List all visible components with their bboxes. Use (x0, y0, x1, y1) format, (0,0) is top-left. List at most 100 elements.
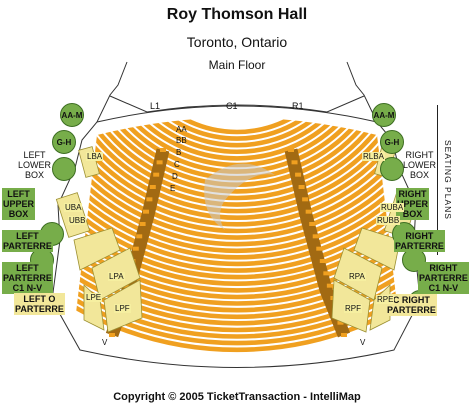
row-letter-v: V (102, 338, 108, 347)
block-label-ubb[interactable]: UBB (68, 216, 87, 225)
circle-right-extra-1 (380, 157, 404, 181)
aisle-seat (291, 160, 298, 165)
block-label-rpf[interactable]: RPF (344, 304, 362, 313)
aisle-seat (139, 222, 146, 226)
orchestra-row (109, 117, 365, 148)
orchestra-row (74, 117, 400, 273)
orchestra-row (74, 117, 400, 320)
aisle-seat (156, 160, 163, 165)
row-letter: B (176, 148, 182, 157)
left-lower-box-label[interactable]: LEFT LOWER BOX (18, 150, 52, 180)
aisle-seat (146, 197, 153, 202)
orchestra-row (74, 117, 400, 326)
row-letter-v-right: V (360, 338, 366, 347)
right-parterre-block (353, 227, 401, 271)
orchestra-row (74, 117, 400, 353)
aisle-seat (295, 172, 302, 177)
aisle-seat (302, 197, 309, 202)
venue-title: Roy Thomson Hall (166, 6, 308, 23)
right-parterre-label[interactable]: RIGHT PARTERRE (394, 230, 445, 252)
orchestra-row (102, 117, 372, 155)
orchestra-row (74, 117, 400, 221)
block-label-rubb[interactable]: RUBB (376, 216, 401, 225)
aisle-seat (298, 185, 305, 189)
aisle-seat (160, 148, 166, 152)
orchestra-row (74, 117, 400, 214)
orchestra-row (74, 117, 400, 346)
row-letter: E (170, 184, 176, 193)
left-upper-box-label[interactable]: LEFT UPPER BOX (2, 188, 36, 220)
aisle-seat (109, 333, 115, 337)
aisle-seat (136, 234, 143, 239)
aisle-seat (153, 172, 160, 177)
seating-plans-note: SEATING PLANS (443, 140, 453, 220)
circle-aa-m-right[interactable]: AA-M (372, 103, 396, 127)
block-label-lpf[interactable]: LPF (114, 304, 131, 313)
orchestra-row (96, 117, 378, 161)
stage-label-c1: C1 (226, 101, 238, 111)
circle-g-h-right[interactable]: G-H (380, 130, 404, 154)
left-parterre-c1nv-label[interactable]: LEFT PARTERRE C1 N-V (2, 262, 53, 294)
circle-left-extra-1 (52, 157, 76, 181)
stage-back (109, 95, 365, 113)
circle-aa-m-left[interactable]: AA-M (60, 103, 84, 127)
block-label-lpa[interactable]: LPA (108, 272, 125, 281)
aisle-seat (337, 320, 344, 325)
block-label-ruba[interactable]: RUBA (380, 203, 405, 212)
aisle-seat (312, 234, 319, 239)
stage-label-r1: R1 (292, 101, 304, 111)
left-parterre-lower-label[interactable]: LEFT O PARTERRE (14, 293, 65, 315)
aisle-seat (132, 246, 139, 251)
orchestra-row (74, 117, 400, 247)
aisle-seat (323, 271, 330, 276)
aisle-seat (149, 185, 156, 189)
orchestra-row (74, 117, 400, 306)
block-label-lba[interactable]: LBA (86, 152, 104, 161)
aisle-seat (341, 333, 347, 337)
orchestra-row (74, 117, 400, 201)
watermark-swoosh (204, 163, 275, 230)
row-letter: AA (176, 125, 187, 134)
aisle-seat (309, 222, 316, 226)
aisle-seat (305, 209, 312, 214)
orchestra-row (74, 117, 400, 300)
row-letter: BB (176, 136, 187, 145)
right-lower-box-label[interactable]: RIGHT LOWER BOX (403, 150, 437, 180)
orchestra-row (74, 117, 400, 287)
orchestra-row (122, 117, 352, 135)
aisle-seat (326, 283, 333, 288)
orchestra-row (74, 117, 400, 254)
left-parterre-label[interactable]: LEFT PARTERRE (2, 230, 53, 252)
right-parterre-lower-label[interactable]: C RIGHT PARTERRE (386, 294, 437, 316)
orchestra-row (74, 117, 400, 234)
side-note-divider (437, 105, 438, 255)
aisle-seat (319, 259, 326, 263)
block-label-rlba[interactable]: RLBA (362, 152, 385, 161)
aisle-seat (143, 209, 149, 214)
block-label-rpe[interactable]: RPE (376, 295, 395, 304)
orchestra-row (74, 117, 400, 267)
copyright-footer: Copyright © 2005 TicketTransaction - Int… (113, 391, 361, 403)
block-label-lpe[interactable]: LPE (85, 293, 103, 302)
right-parterre-c1nv-label[interactable]: RIGHT PARTERRE C1 N-V (418, 262, 469, 294)
orchestra-row (74, 117, 400, 240)
orchestra-row (74, 117, 400, 293)
aisle-seat (316, 246, 323, 251)
orchestra-row (74, 117, 400, 260)
orchestra-row (74, 117, 400, 280)
venue-location: Toronto, Ontario (186, 34, 288, 50)
row-letter: D (172, 172, 178, 181)
floor-level: Main Floor (208, 58, 266, 72)
orchestra-row (74, 117, 400, 333)
orchestra-row (74, 117, 400, 194)
aisle-seat (288, 148, 294, 152)
orchestra-row (74, 117, 400, 339)
orchestra-row (74, 117, 400, 313)
block-label-rpa[interactable]: RPA (348, 272, 366, 281)
block-label-uba[interactable]: UBA (64, 203, 83, 212)
orchestra-row (116, 117, 358, 141)
orchestra-row (74, 117, 400, 227)
stage-front (96, 105, 378, 123)
circle-g-h-left[interactable]: G-H (52, 130, 76, 154)
